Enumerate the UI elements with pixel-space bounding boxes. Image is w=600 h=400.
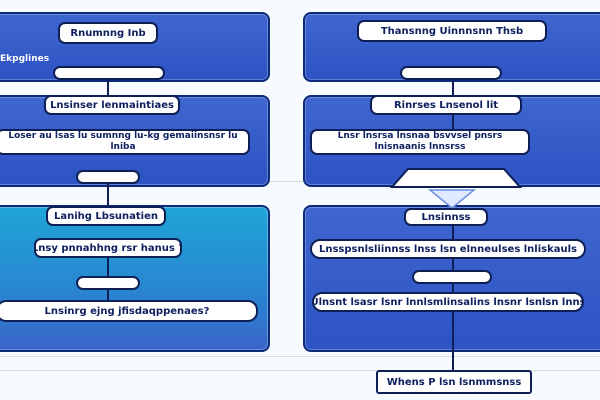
- connector-line: [452, 284, 454, 296]
- right-step2-text[interactable]: Lnsspsnlsliinnss lnss lsn elnneulses lnl…: [310, 239, 586, 259]
- left-subtitle: Ekpglines: [0, 54, 50, 64]
- connector-line: [452, 312, 454, 370]
- left-footer-text[interactable]: Lnsinrg ejng jfisdaqppenaes?: [0, 300, 258, 322]
- connector-line: [107, 78, 109, 96]
- left-blank-connector[interactable]: [76, 170, 140, 184]
- guide-line: [0, 356, 600, 357]
- right-blank-bar[interactable]: [400, 66, 502, 80]
- right-blank-short[interactable]: [412, 270, 492, 284]
- connector-line: [452, 258, 454, 270]
- guide-line: [0, 181, 600, 182]
- left-step2-node[interactable]: Lanihg Lbsunatien: [46, 206, 166, 226]
- connector-line: [107, 290, 109, 304]
- left-step1-text[interactable]: Loser au lsas lu sumnng lu-kg gemaiinsns…: [0, 129, 250, 155]
- final-node[interactable]: Whens P lsn lsnmmsnss: [376, 370, 532, 394]
- right-step3-text[interactable]: Ulnsnt lsasr lsnr lnnlsmlinsalins lnsnr …: [312, 292, 584, 312]
- left-step2-question[interactable]: Lnsy pnnahhng rsr hanus ?: [34, 238, 182, 258]
- guide-line: [0, 370, 600, 371]
- down-arrow-icon: [428, 189, 476, 209]
- right-step1-node[interactable]: Rinrses Lnsenol lit: [370, 95, 522, 115]
- left-title-node[interactable]: Rnumnng Inb: [58, 22, 158, 44]
- connector-line: [452, 78, 454, 96]
- right-step1-text[interactable]: Lnsr lnsrsa lnsnaa bsvvsel pnsrs lnisnaa…: [310, 129, 530, 155]
- right-title-node[interactable]: Thansnng Uinnnsnn Thsb: [357, 20, 547, 42]
- connector-line: [107, 183, 109, 207]
- right-step2-node[interactable]: Lnsinnss: [404, 208, 488, 226]
- left-blank-bar[interactable]: [53, 66, 165, 80]
- connector-line: [452, 115, 454, 129]
- left-step1-node[interactable]: Lnsinser lenmaintiaes: [44, 95, 180, 115]
- connector-line: [452, 225, 454, 240]
- left-blank-short[interactable]: [76, 276, 140, 290]
- merge-connector-shape: [390, 168, 522, 188]
- connector-line: [107, 258, 109, 276]
